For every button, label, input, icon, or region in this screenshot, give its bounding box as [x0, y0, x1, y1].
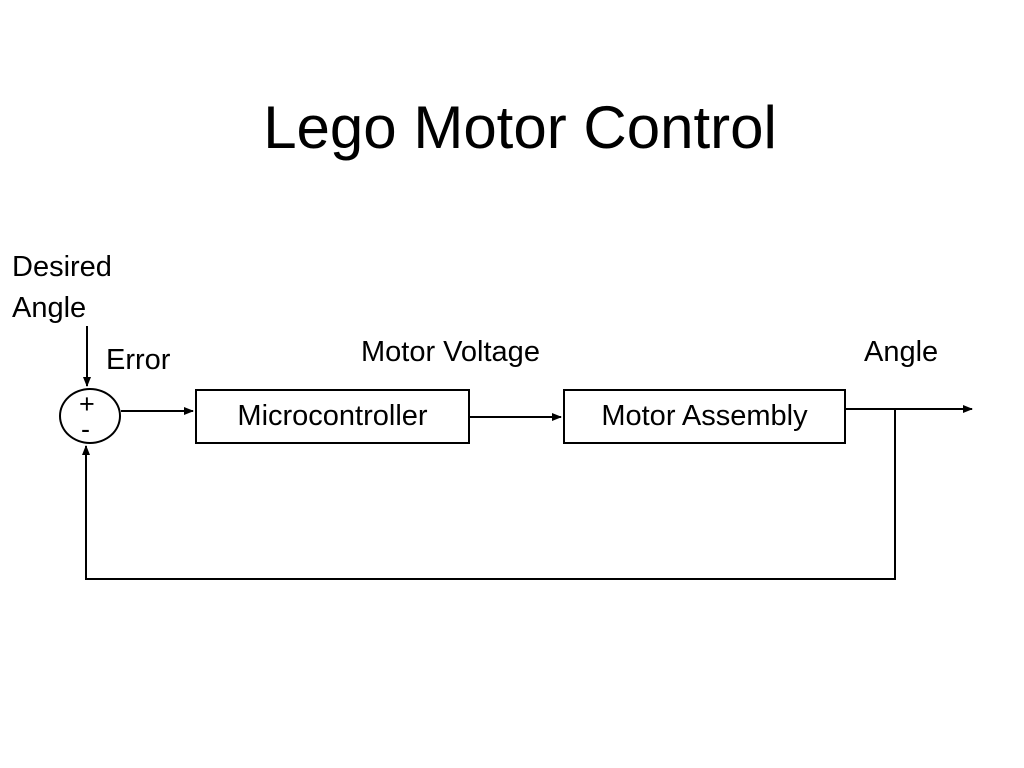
microcontroller-block: Microcontroller	[195, 389, 470, 444]
motor-assembly-label: Motor Assembly	[601, 400, 808, 432]
output-angle-label: Angle	[864, 336, 939, 368]
minus-sign: -	[81, 414, 90, 444]
plus-sign: +	[79, 389, 95, 419]
desired-angle-label-line1: Desired	[12, 251, 112, 283]
summing-junction: + -	[59, 388, 121, 444]
motor-assembly-block: Motor Assembly	[563, 389, 846, 444]
desired-angle-label: Desired Angle	[12, 247, 112, 329]
desired-angle-label-line2: Angle	[12, 292, 87, 324]
slide-title: Lego Motor Control	[263, 94, 777, 161]
microcontroller-label: Microcontroller	[237, 400, 428, 432]
feedback-path	[82, 409, 896, 580]
motor-voltage-label: Motor Voltage	[361, 336, 540, 368]
error-label: Error	[106, 344, 171, 376]
